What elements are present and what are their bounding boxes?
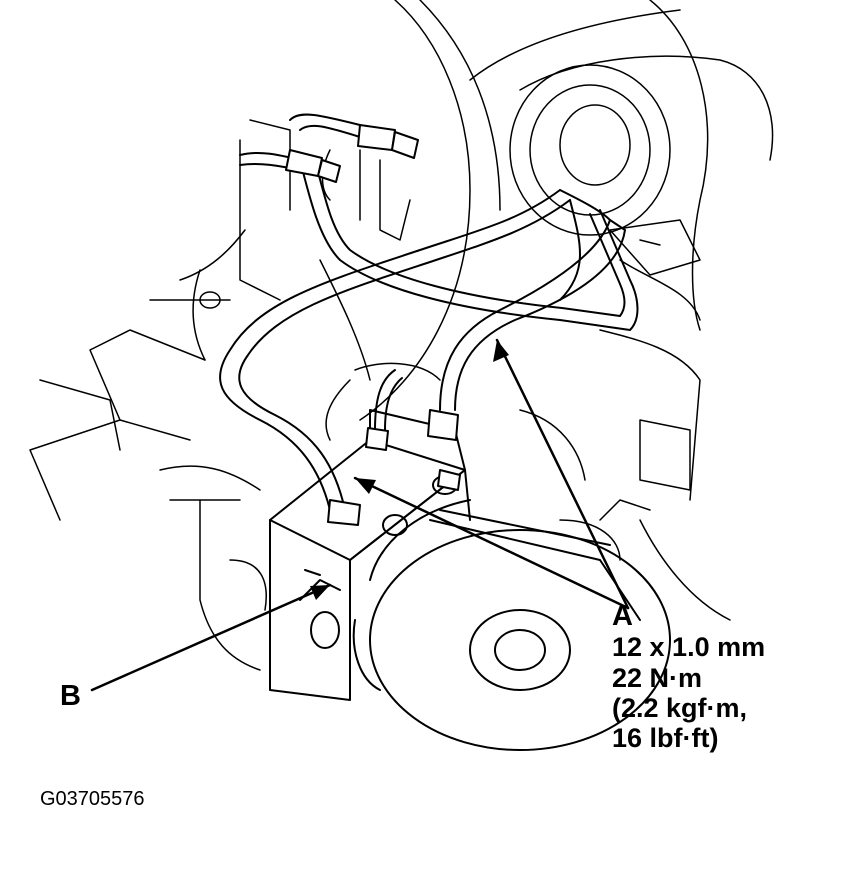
arrowhead-a-upper [493, 340, 509, 362]
pump-motor [352, 499, 671, 751]
brake-lines [219, 113, 639, 511]
callout-b-letter: B [60, 680, 81, 712]
arrowhead-b [310, 585, 330, 600]
flare-nut-fittings [285, 124, 461, 526]
engine-background [29, 0, 774, 671]
leader-a-upper [495, 338, 630, 610]
figure-code: G03705576 [40, 788, 145, 810]
callout-a-torque-lbfft: 16 lbf·ft) [612, 723, 719, 754]
callout-a: A 12 x 1.0 mm 22 N·m (2.2 kgf·m, 16 lbf·… [612, 600, 765, 753]
callout-a-size: 12 x 1.0 mm [612, 632, 766, 663]
callout-a-torque-nm: 22 N·m [612, 662, 703, 693]
arrowhead-a-lower [355, 478, 376, 494]
leader-arrows [90, 338, 630, 692]
callout-a-torque-kgfm: (2.2 kgf·m, [612, 692, 748, 723]
callout-a-letter: A [612, 600, 633, 632]
arrowheads [310, 340, 509, 600]
leader-b [90, 583, 332, 692]
abs-modulator-block [269, 409, 471, 701]
leader-a-lower [353, 476, 630, 610]
